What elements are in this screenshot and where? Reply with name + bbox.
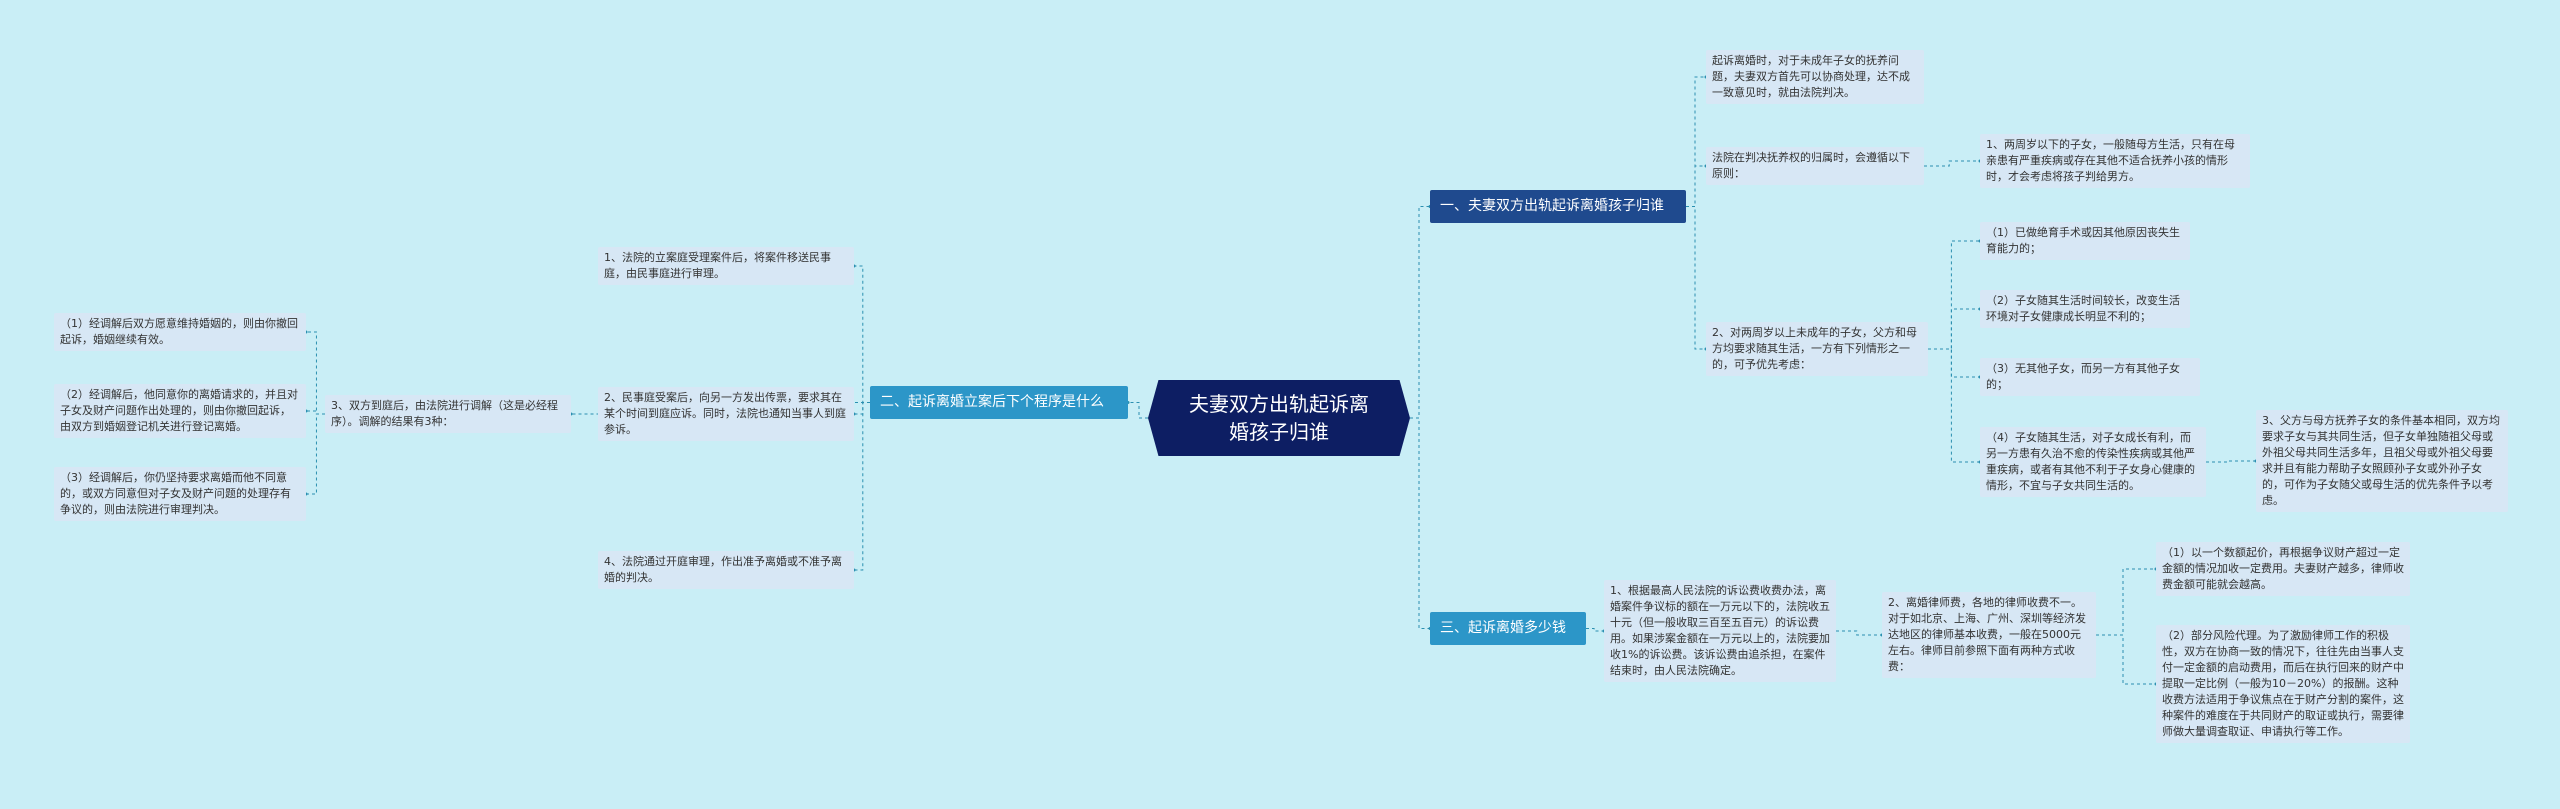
cost-method[interactable]: （1）以一个数额起价，再根据争议财产超过一定金额的情况加收一定费用。夫妻财产越多… (2156, 542, 2410, 596)
cost-court-fee[interactable]: 1、根据最高人民法院的诉讼费收费办法，离婚案件争议标的额在一万元以下的，法院收五… (1604, 580, 1836, 682)
custody-case[interactable]: （3）无其他子女，而另一方有其他子女的； (1980, 358, 2200, 396)
branch-procedure[interactable]: 二、起诉离婚立案后下个程序是什么 (870, 386, 1128, 419)
custody-principle[interactable]: 法院在判决抚养权的归属时，会遵循以下原则： (1706, 147, 1924, 185)
custody-under-two[interactable]: 1、两周岁以下的子女，一般随母方生活，只有在母亲患有严重疾病或存在其他不适合抚养… (1980, 134, 2250, 188)
branch-cost[interactable]: 三、起诉离婚多少钱 (1430, 612, 1586, 645)
custody-case[interactable]: （2）子女随其生活时间较长，改变生活环境对子女健康成长明显不利的； (1980, 290, 2190, 328)
cost-method[interactable]: （2）部分风险代理。为了激励律师工作的积极性，双方在协商一致的情况下，往往先由当… (2156, 625, 2410, 743)
procedure-step[interactable]: 1、法院的立案庭受理案件后，将案件移送民事庭，由民事庭进行审理。 (598, 247, 854, 285)
mediation-result[interactable]: （1）经调解后双方愿意维持婚姻的，则由你撤回起诉，婚姻继续有效。 (54, 313, 306, 351)
branch-custody[interactable]: 一、夫妻双方出轨起诉离婚孩子归谁 (1430, 190, 1686, 223)
custody-over-two[interactable]: 2、对两周岁以上未成年的子女，父方和母方均要求随其生活，一方有下列情形之一的，可… (1706, 322, 1928, 376)
mediation-result[interactable]: （2）经调解后，他同意你的离婚请求的，并且对子女及财产问题作出处理的，则由你撤回… (54, 384, 306, 438)
custody-case[interactable]: （1）已做绝育手术或因其他原因丧失生育能力的； (1980, 222, 2190, 260)
cost-lawyer-fee[interactable]: 2、离婚律师费，各地的律师收费不一。对于如北京、上海、广州、深圳等经济发达地区的… (1882, 592, 2096, 678)
custody-intro[interactable]: 起诉离婚时，对于未成年子女的抚养问题，夫妻双方首先可以协商处理，达不成一致意见时… (1706, 50, 1924, 104)
procedure-step[interactable]: 4、法院通过开庭审理，作出准予离婚或不准予离婚的判决。 (598, 551, 854, 589)
root-title: 夫妻双方出轨起诉离婚孩子归谁 (1189, 392, 1369, 444)
mediation-result[interactable]: （3）经调解后，你仍坚持要求离婚而他不同意的，或双方同意但对子女及财产问题的处理… (54, 467, 306, 521)
custody-grandparents[interactable]: 3、父方与母方抚养子女的条件基本相同，双方均要求子女与其共同生活，但子女单独随祖… (2256, 410, 2508, 512)
root-node[interactable]: 夫妻双方出轨起诉离婚孩子归谁 (1148, 380, 1410, 456)
custody-case[interactable]: （4）子女随其生活，对子女成长有利，而另一方患有久治不愈的传染性疾病或其他严重疾… (1980, 427, 2206, 497)
procedure-step[interactable]: 3、双方到庭后，由法院进行调解（这是必经程序）。调解的结果有3种： (325, 395, 571, 433)
procedure-step[interactable]: 2、民事庭受案后，向另一方发出传票，要求其在某个时间到庭应诉。同时，法院也通知当… (598, 387, 854, 441)
